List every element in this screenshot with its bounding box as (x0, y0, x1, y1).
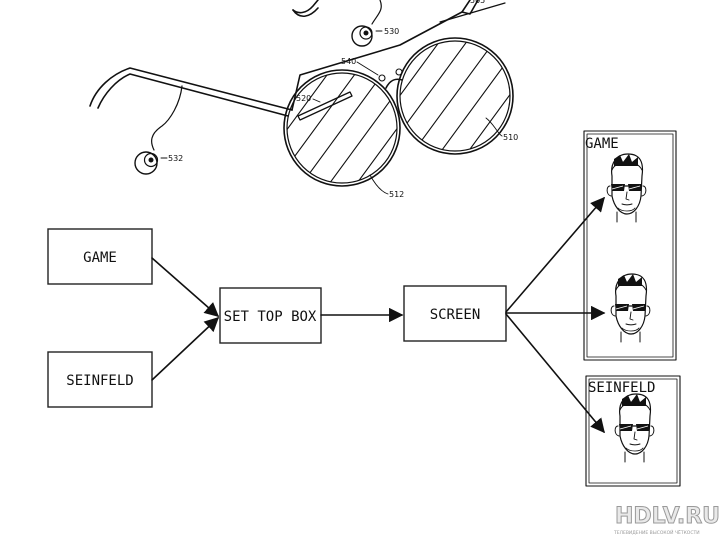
shutter-glasses-illustration: 505 530 540 520 510 512 532 (89, 0, 518, 199)
arrow-seinfeld-to-stb (151, 317, 220, 381)
sensor-540 (378, 74, 386, 82)
bridge (385, 78, 403, 89)
viewer-group-seinfeld-label: SEINFELD (588, 380, 655, 396)
ref-530: 530 (384, 27, 399, 36)
viewer-group-game: GAME (583, 130, 677, 361)
watermark-tagline: ТЕЛЕВИДЕНИЕ ВЫСОКОЙ ЧЁТКОСТИ (613, 529, 700, 536)
receiver-strip-520 (297, 91, 353, 121)
hdlv-watermark: HDLV.RU ТЕЛЕВИДЕНИЕ ВЫСОКОЙ ЧЁТКОСТИ (613, 504, 721, 537)
screen-box-label: SCREEN (430, 307, 481, 323)
ref-510: 510 (503, 133, 518, 142)
viewer-face-2 (610, 273, 651, 343)
ref-532: 532 (168, 154, 183, 163)
near-temple-arm (97, 73, 289, 117)
ref-540: 540 (341, 57, 356, 66)
game-box (47, 228, 153, 285)
arrow-screen-to-viewer-1 (505, 196, 605, 313)
ref-512: 512 (389, 190, 404, 199)
viewer-face-1 (606, 153, 647, 223)
earpiece-530 (351, 0, 382, 47)
seinfeld-box-label: SEINFELD (66, 373, 133, 389)
left-lens-512 (283, 69, 401, 187)
watermark-logo: HDLV.RU (615, 504, 720, 529)
viewer-group-game-label: GAME (585, 136, 619, 152)
ref-520: 520 (296, 94, 311, 103)
viewer-group-seinfeld: SEINFELD (585, 375, 681, 487)
earpiece-532 (134, 85, 183, 175)
set-top-box-label: SET TOP BOX (224, 309, 317, 325)
game-box-label: GAME (83, 250, 117, 266)
flow-diagram: GAME SEINFELD SET TOP BOX SCREEN (47, 196, 606, 434)
set-top-box (219, 287, 322, 344)
viewer-face-3 (614, 393, 655, 463)
arrow-game-to-stb (151, 257, 220, 317)
arrow-screen-to-viewer-3 (505, 313, 605, 434)
seinfeld-box (47, 351, 153, 408)
ref-505: 505 (470, 0, 485, 5)
right-lens-510 (396, 37, 514, 155)
